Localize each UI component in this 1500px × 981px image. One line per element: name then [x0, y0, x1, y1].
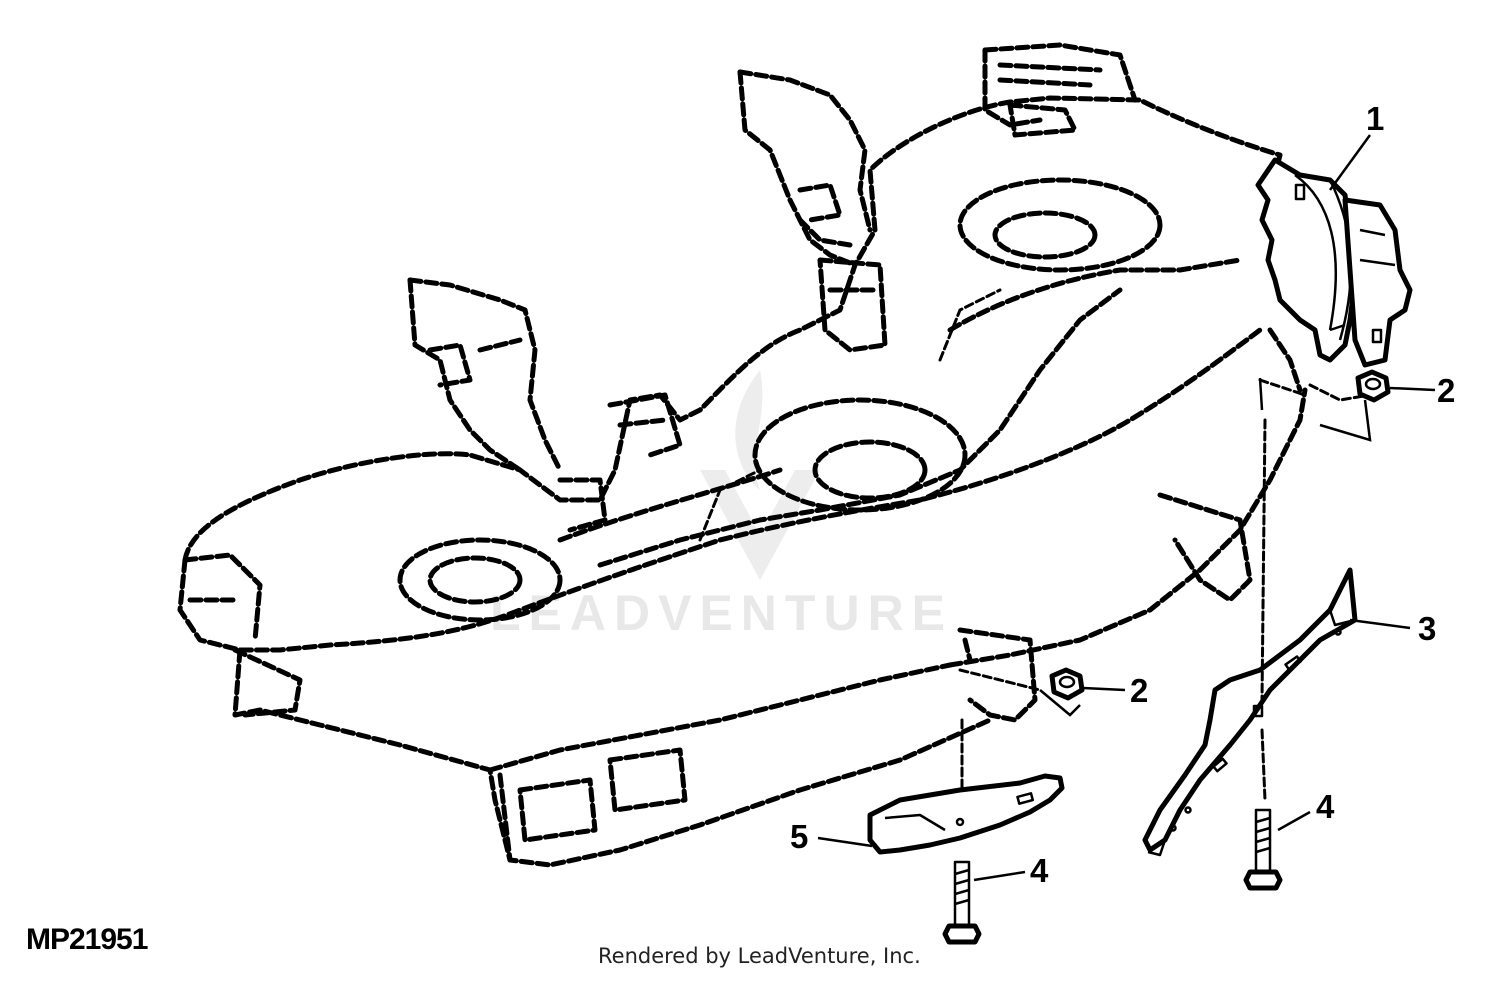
part-5-bracket: [867, 773, 1065, 855]
part-2-nut-lower: [958, 667, 1085, 717]
callout-5: 5: [790, 818, 808, 855]
callouts: 1 2 2 3 4 4 5: [790, 100, 1455, 889]
leader-lines: [817, 134, 1436, 882]
part-4-bolt-right: [1243, 808, 1283, 891]
part-2-nut-upper: [1258, 369, 1391, 442]
callout-3: 3: [1418, 610, 1436, 647]
figure-id: MP21951: [26, 923, 148, 956]
mower-deck-outline: [177, 42, 1308, 868]
render-credit: Rendered by LeadVenture, Inc.: [598, 944, 921, 968]
callout-2-upper: 2: [1437, 372, 1455, 409]
part-1-baffle: [1255, 157, 1413, 402]
part-3-bar: [1142, 418, 1358, 857]
callout-2-lower: 2: [1130, 672, 1148, 709]
callout-4-right: 4: [1316, 788, 1335, 825]
callout-1: 1: [1366, 100, 1384, 137]
callout-4-middle: 4: [1030, 852, 1049, 889]
